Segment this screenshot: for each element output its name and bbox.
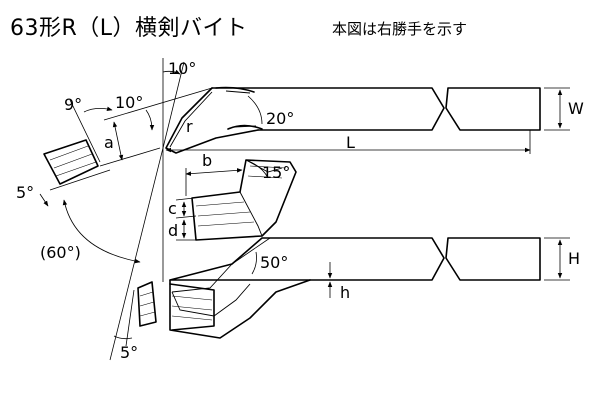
side-shank-end — [445, 237, 541, 281]
dim-a-label: a — [104, 133, 114, 152]
dim-W-label: W — [568, 99, 584, 118]
angle-20-label: 20° — [266, 109, 294, 128]
angle-10-top-label: 10° — [168, 59, 196, 78]
end-view — [191, 159, 297, 241]
dim-H-label: H — [568, 249, 580, 268]
angle-5-left-label: 5° — [16, 183, 34, 202]
angle-50-label: 50° — [260, 253, 288, 272]
left-insert-section — [43, 139, 99, 185]
angle-10-side-label: 10° — [115, 93, 143, 112]
dim-b-label: b — [202, 151, 212, 170]
dim-c-label: c — [168, 199, 177, 218]
top-view — [165, 86, 541, 154]
angle-15-label: 15° — [262, 163, 290, 182]
top-shank-outline — [211, 87, 445, 131]
drawing-note: 本図は右勝手を示す — [332, 20, 468, 38]
side-view — [169, 237, 541, 339]
drawing-title: 63形R（L）横剣バイト — [10, 16, 248, 41]
dimension-lines — [39, 58, 570, 361]
dim-d-label: d — [168, 221, 178, 240]
top-shank-end — [445, 87, 541, 131]
bottom-insert-section — [137, 281, 157, 327]
dim-L-label: L — [346, 133, 355, 152]
end-view-outline — [191, 159, 297, 241]
angle-60-label: (60°) — [40, 243, 81, 262]
dim-h-label: h — [340, 283, 350, 302]
radius-r-label: r — [186, 117, 193, 136]
side-shank-outline — [169, 237, 445, 281]
angle-5-bottom-label: 5° — [120, 343, 138, 362]
labels: 10° 9° 10° r 20° a L W 5° b 15° c d (60°… — [16, 59, 584, 362]
angle-9-label: 9° — [64, 95, 82, 114]
